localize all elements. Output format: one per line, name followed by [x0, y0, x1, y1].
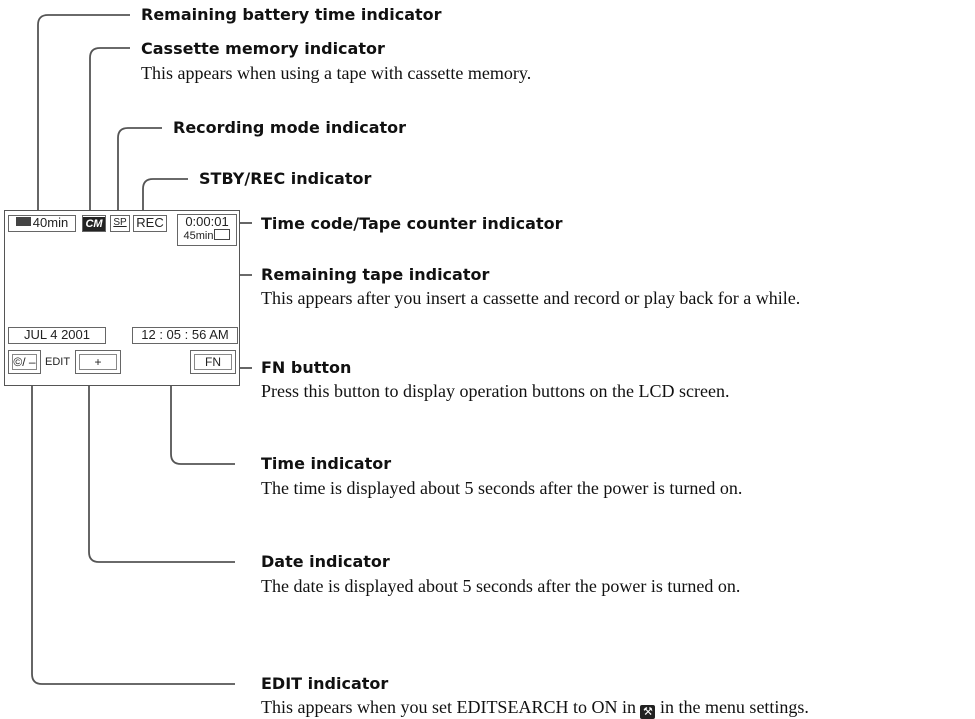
time-callout-title: Time indicator — [261, 454, 392, 473]
plus-button[interactable]: + — [75, 350, 121, 374]
cassette-memory-icon: CM — [83, 217, 105, 231]
time-callout-desc: The time is displayed about 5 seconds af… — [261, 478, 743, 498]
leader-rec-mode — [117, 127, 162, 213]
date-indicator: JUL 4 2001 — [8, 327, 106, 344]
fn-button[interactable]: FN — [190, 350, 236, 374]
leader-cassette-memory — [89, 47, 130, 213]
tape-icon — [214, 229, 231, 240]
time-code-value: 0:00:01 — [185, 214, 229, 229]
battery-callout-title: Remaining battery time indicator — [141, 5, 442, 24]
rec-mode-callout-title: Recording mode indicator — [173, 118, 407, 137]
stby-rec-callout-title: STBY/REC indicator — [199, 169, 372, 188]
remaining-tape-callout-desc: This appears after you insert a cassette… — [261, 288, 801, 308]
battery-icon — [15, 217, 31, 226]
cassette-memory-indicator: CM — [82, 215, 106, 232]
fn-callout-title: FN button — [261, 358, 352, 377]
leader-stby-rec — [142, 178, 188, 213]
toolbox-menu-icon: ⚒ — [640, 705, 656, 719]
remaining-tape-callout-title: Remaining tape indicator — [261, 265, 490, 284]
edit-indicator: EDIT — [45, 356, 71, 368]
edit-search-button[interactable]: ©/ – — [8, 350, 41, 374]
edit-callout-desc: This appears when you set EDITSEARCH to … — [261, 697, 809, 719]
edit-callout-title: EDIT indicator — [261, 674, 389, 693]
time-code-callout-title: Time code/Tape counter indicator — [261, 214, 563, 233]
recording-mode-indicator: SP — [110, 215, 130, 232]
leader-edit — [31, 381, 235, 685]
cassette-memory-callout-desc: This appears when using a tape with cass… — [141, 63, 532, 83]
time-indicator: 12 : 05 : 56 AM — [132, 327, 238, 344]
battery-indicator: 40min — [8, 215, 76, 232]
fn-callout-desc: Press this button to display operation b… — [261, 381, 730, 401]
time-code-indicator: 0:00:01 45min — [177, 214, 237, 246]
stby-rec-indicator: REC — [133, 215, 167, 232]
cassette-memory-callout-title: Cassette memory indicator — [141, 39, 385, 58]
date-callout-title: Date indicator — [261, 552, 390, 571]
leader-time — [170, 343, 235, 465]
remaining-tape-indicator: 45min — [178, 229, 236, 243]
leader-date — [88, 343, 235, 563]
lcd-screen: 40min CM SP REC 0:00:01 45min JUL 4 2001… — [4, 210, 240, 386]
leader-battery — [37, 14, 130, 213]
date-callout-desc: The date is displayed about 5 seconds af… — [261, 576, 741, 596]
